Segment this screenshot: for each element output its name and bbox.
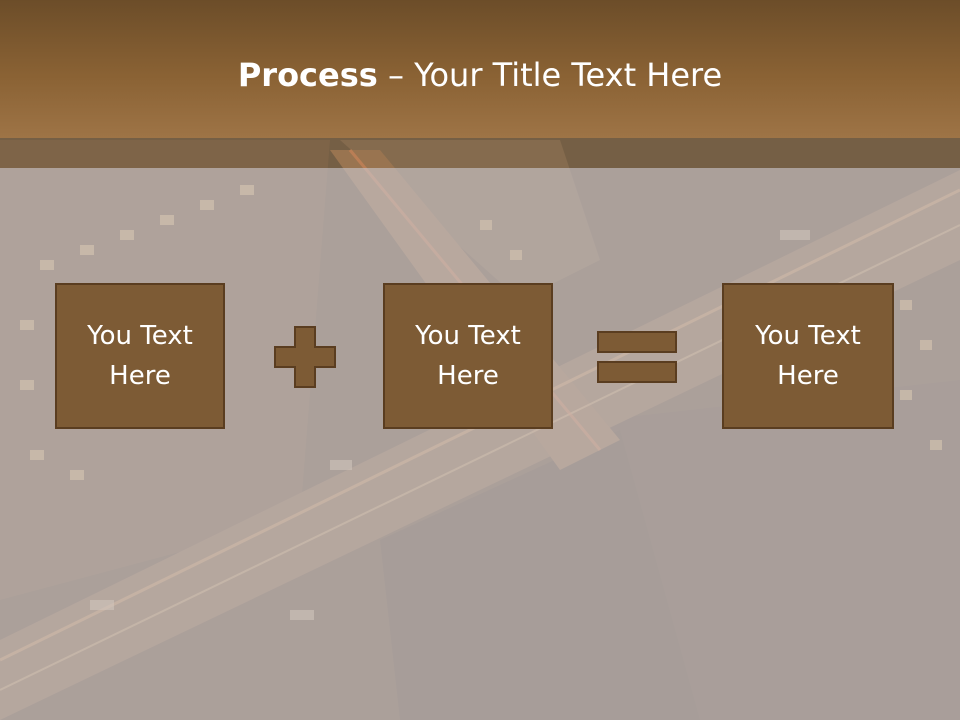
title-bar: Process – Your Title Text Here — [0, 0, 960, 138]
process-box-1-text: You Text Here — [87, 321, 193, 391]
process-box-3[interactable]: You Text Here — [722, 283, 894, 429]
process-box-1[interactable]: You Text Here — [55, 283, 225, 429]
background-overlay — [0, 168, 960, 720]
process-box-2-text: You Text Here — [415, 321, 521, 391]
title-rest: – Your Title Text Here — [377, 56, 723, 94]
plus-icon — [274, 326, 336, 388]
process-box-2[interactable]: You Text Here — [383, 283, 553, 429]
header-strip — [0, 138, 960, 168]
equals-icon — [597, 331, 677, 383]
title-bold: Process — [237, 56, 378, 94]
process-box-3-text: You Text Here — [755, 321, 861, 391]
slide-title[interactable]: Process – Your Title Text Here — [0, 53, 960, 97]
